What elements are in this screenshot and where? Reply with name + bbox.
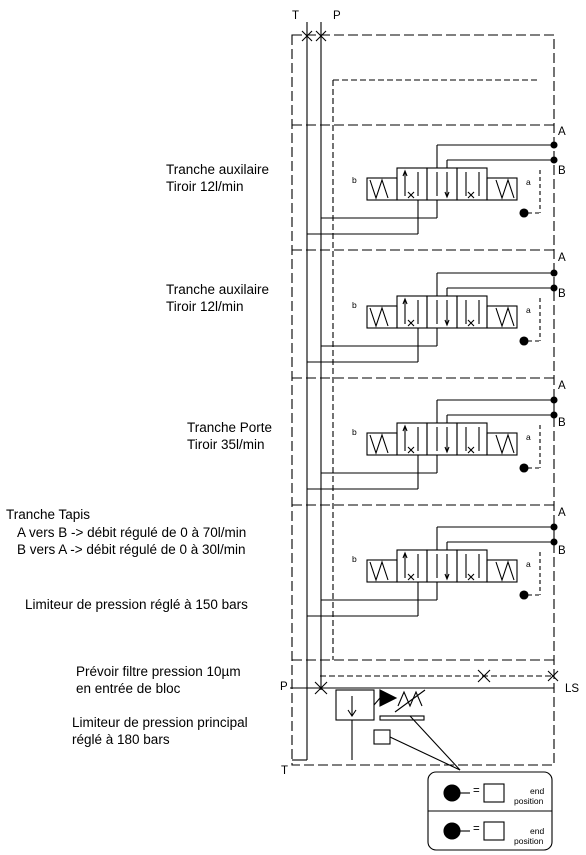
port-a-section-4: A xyxy=(558,507,566,519)
valve-section-3 xyxy=(307,396,558,490)
spool-label-a-2: a xyxy=(526,305,531,315)
main-relief-valve xyxy=(335,689,461,771)
relief-valve-label: Limiteur de pression réglé à 150 bars xyxy=(25,597,248,612)
port-ls: LS xyxy=(565,683,580,695)
filter-label-1: Prévoir filtre pression 10µm xyxy=(76,664,241,679)
port-t-bottom: T xyxy=(281,765,289,777)
section-3-title: Tranche Porte xyxy=(187,420,273,435)
legend-position-1: position xyxy=(514,796,544,806)
spool-label-b-3: b xyxy=(352,427,357,437)
inlet-orifice xyxy=(314,681,328,695)
legend-equals-1: = xyxy=(473,785,480,797)
port-p-top: P xyxy=(333,10,341,22)
port-a-section-3: A xyxy=(558,380,566,392)
tapis-a-to-b: A vers B -> débit régulé de 0 à 70l/min xyxy=(17,525,247,540)
port-b-section-4: B xyxy=(558,545,566,557)
spool-label-a-1: a xyxy=(526,177,531,187)
valve-section-2 xyxy=(307,269,558,363)
spool-label-b-1: b xyxy=(352,175,357,185)
port-a-section-1: A xyxy=(558,126,566,138)
section-3-spool: Tiroir 35l/min xyxy=(187,437,265,452)
section-1-title: Tranche auxilaire xyxy=(166,162,270,177)
spool-label-a-4: a xyxy=(526,559,531,569)
ls-port-cross xyxy=(547,670,559,682)
main-relief-label-2: réglé à 180 bars xyxy=(72,732,170,747)
spool-label-b-4: b xyxy=(352,554,357,564)
valve-section-4 xyxy=(307,523,558,617)
port-b-section-3: B xyxy=(558,417,566,429)
legend-equals-2: = xyxy=(473,823,480,835)
spool-label-a-3: a xyxy=(526,432,531,442)
legend-position-2: position xyxy=(514,836,544,846)
filter-label-2: en entrée de bloc xyxy=(76,681,181,696)
tapis-b-to-a: B vers A -> débit régulé de 0 à 30l/min xyxy=(17,542,246,557)
spool-label-b-2: b xyxy=(352,300,357,310)
port-b-section-2: B xyxy=(558,288,566,300)
port-t-top: T xyxy=(292,10,300,22)
section-1-spool: Tiroir 12l/min xyxy=(166,179,244,194)
port-p-inlet: P xyxy=(280,681,288,693)
legend-symbols xyxy=(443,783,505,841)
port-a-section-2: A xyxy=(558,252,566,264)
block-outline xyxy=(291,34,555,766)
valve-section-1 xyxy=(307,141,558,235)
section-2-title: Tranche auxilaire xyxy=(166,282,270,297)
port-b-section-1: B xyxy=(558,165,566,177)
main-relief-label-1: Limiteur de pression principal xyxy=(72,715,248,730)
tapis-title: Tranche Tapis xyxy=(6,507,91,522)
section-2-spool: Tiroir 12l/min xyxy=(166,299,244,314)
legend-end-1: end xyxy=(530,786,545,796)
top-port-crossings xyxy=(301,30,327,42)
legend-end-2: end xyxy=(530,826,545,836)
